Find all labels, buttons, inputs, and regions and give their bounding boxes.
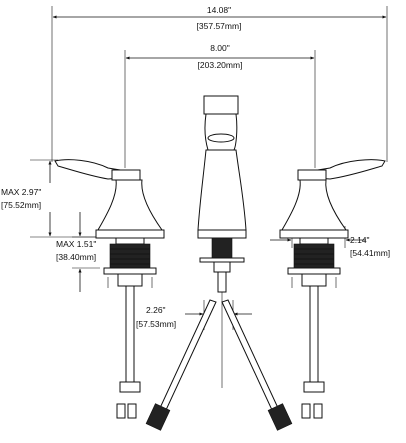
left-handle <box>54 159 165 419</box>
deck-thickness-imperial: MAX 1.51" <box>56 239 96 249</box>
center-spread-imperial: 8.00" <box>210 43 230 53</box>
center-spread-dimension: 8.00" [203.20mm] <box>124 43 316 168</box>
base-diameter-metric: [54.41mm] <box>350 248 390 258</box>
overall-width-imperial: 14.08" <box>207 5 231 15</box>
deck-thickness-metric: [38.40mm] <box>56 252 96 262</box>
overall-width-metric: [357.57mm] <box>197 21 242 31</box>
handle-height-imperial: MAX 2.97" <box>1 187 41 197</box>
right-valve-thread <box>293 243 335 269</box>
spout <box>197 95 247 388</box>
right-handle <box>279 159 386 419</box>
hose-spacing-imperial: 2.26" <box>146 305 166 315</box>
left-valve-thread <box>109 243 151 269</box>
overall-width-dimension: 14.08" [357.57mm] <box>51 5 388 162</box>
center-spread-metric: [203.20mm] <box>198 60 243 70</box>
deck-thickness-dimension: MAX 1.51" [38.40mm] <box>56 212 100 292</box>
left-hose <box>145 299 217 431</box>
hose-spacing-metric: [57.53mm] <box>136 319 176 329</box>
right-hose <box>221 299 293 431</box>
handle-height-metric: [75.52mm] <box>1 200 41 210</box>
base-diameter-imperial: 2.14" <box>350 235 370 245</box>
